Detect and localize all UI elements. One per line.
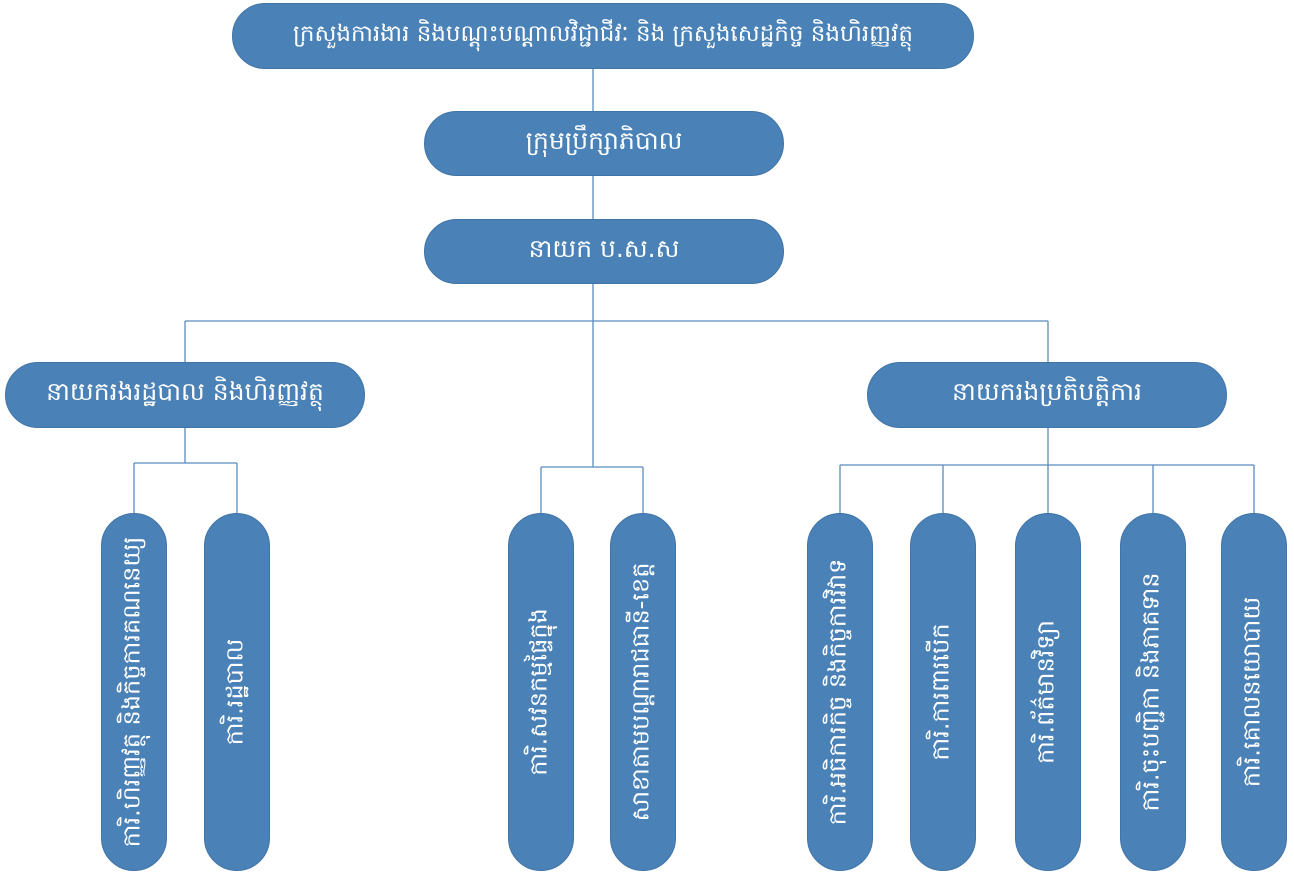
admin-unit-box: ការិ.ហិរញ្ញវត្ថុ និងកិច្ចការគណនេយ្យ — [101, 513, 167, 871]
deputy-ops-box: នាយករងប្រតិបត្តិការ — [867, 362, 1227, 428]
ops-unit-box: ការិ.ព័ត៌មានវិទ្យា — [1015, 513, 1081, 871]
board-box: ក្រុមប្រឹក្សាភិបាល — [424, 111, 784, 176]
center-unit-box: សាខាតាមបណ្ដារាជធានី-ខេត្ត — [610, 513, 676, 871]
ops-unit-label: ការិ.ចុះបញ្ជិកា និងភាគទាន — [1136, 572, 1165, 812]
director-label: នាយក ប.ស.ស — [528, 233, 680, 263]
center-unit-label: ការិ.សវនកម្មផ្ទៃក្នុង — [524, 608, 553, 776]
admin-unit-label: ការិ.ហិរញ្ញវត្ថុ និងកិច្ចការគណនេយ្យ — [117, 536, 146, 848]
ops-unit-box: ការិ.ចុះបញ្ជិកា និងភាគទាន — [1120, 513, 1186, 871]
board-label: ក្រុមប្រឹក្សាភិបាល — [525, 125, 683, 155]
ops-unit-label: ការិ.ព័ត៌មានវិទ្យា — [1031, 620, 1060, 764]
ops-unit-box: ការិ.អធិការកិច្ច និងកិច្ចការវិវាទ — [807, 513, 873, 871]
deputy-admin-label: នាយករងរដ្ឋបាល និងហិរញ្ញវត្ថុ — [46, 377, 324, 406]
director-box: នាយក ប.ស.ស — [424, 219, 784, 284]
ops-unit-label: ការិ.អធិការកិច្ច និងកិច្ចការវិវាទ — [823, 558, 852, 826]
deputy-ops-label: នាយករងប្រតិបត្តិការ — [952, 377, 1142, 406]
center-unit-box: ការិ.សវនកម្មផ្ទៃក្នុង — [508, 513, 574, 871]
admin-unit-box: ការិ.រដ្ឋបាល — [204, 513, 270, 871]
ops-unit-box: ការិ.គោលនយោបាយ — [1221, 513, 1287, 871]
admin-unit-label: ការិ.រដ្ឋបាល — [220, 638, 249, 746]
deputy-admin-box: នាយករងរដ្ឋបាល និងហិរញ្ញវត្ថុ — [5, 362, 365, 428]
ops-unit-label: ការិ.ការពារបើក — [926, 623, 955, 761]
center-unit-label: សាខាតាមបណ្ដារាជធានី-ខេត្ត — [626, 562, 655, 822]
ops-unit-label: ការិ.គោលនយោបាយ — [1237, 596, 1266, 788]
ministries-label: ក្រសួងការងារ និងបណ្ដុះបណ្ដាលវិជ្ជាជីវៈ ន… — [293, 20, 913, 47]
ops-unit-box: ការិ.ការពារបើក — [910, 513, 976, 871]
ministries-box: ក្រសួងការងារ និងបណ្ដុះបណ្ដាលវិជ្ជាជីវៈ ន… — [232, 3, 974, 69]
